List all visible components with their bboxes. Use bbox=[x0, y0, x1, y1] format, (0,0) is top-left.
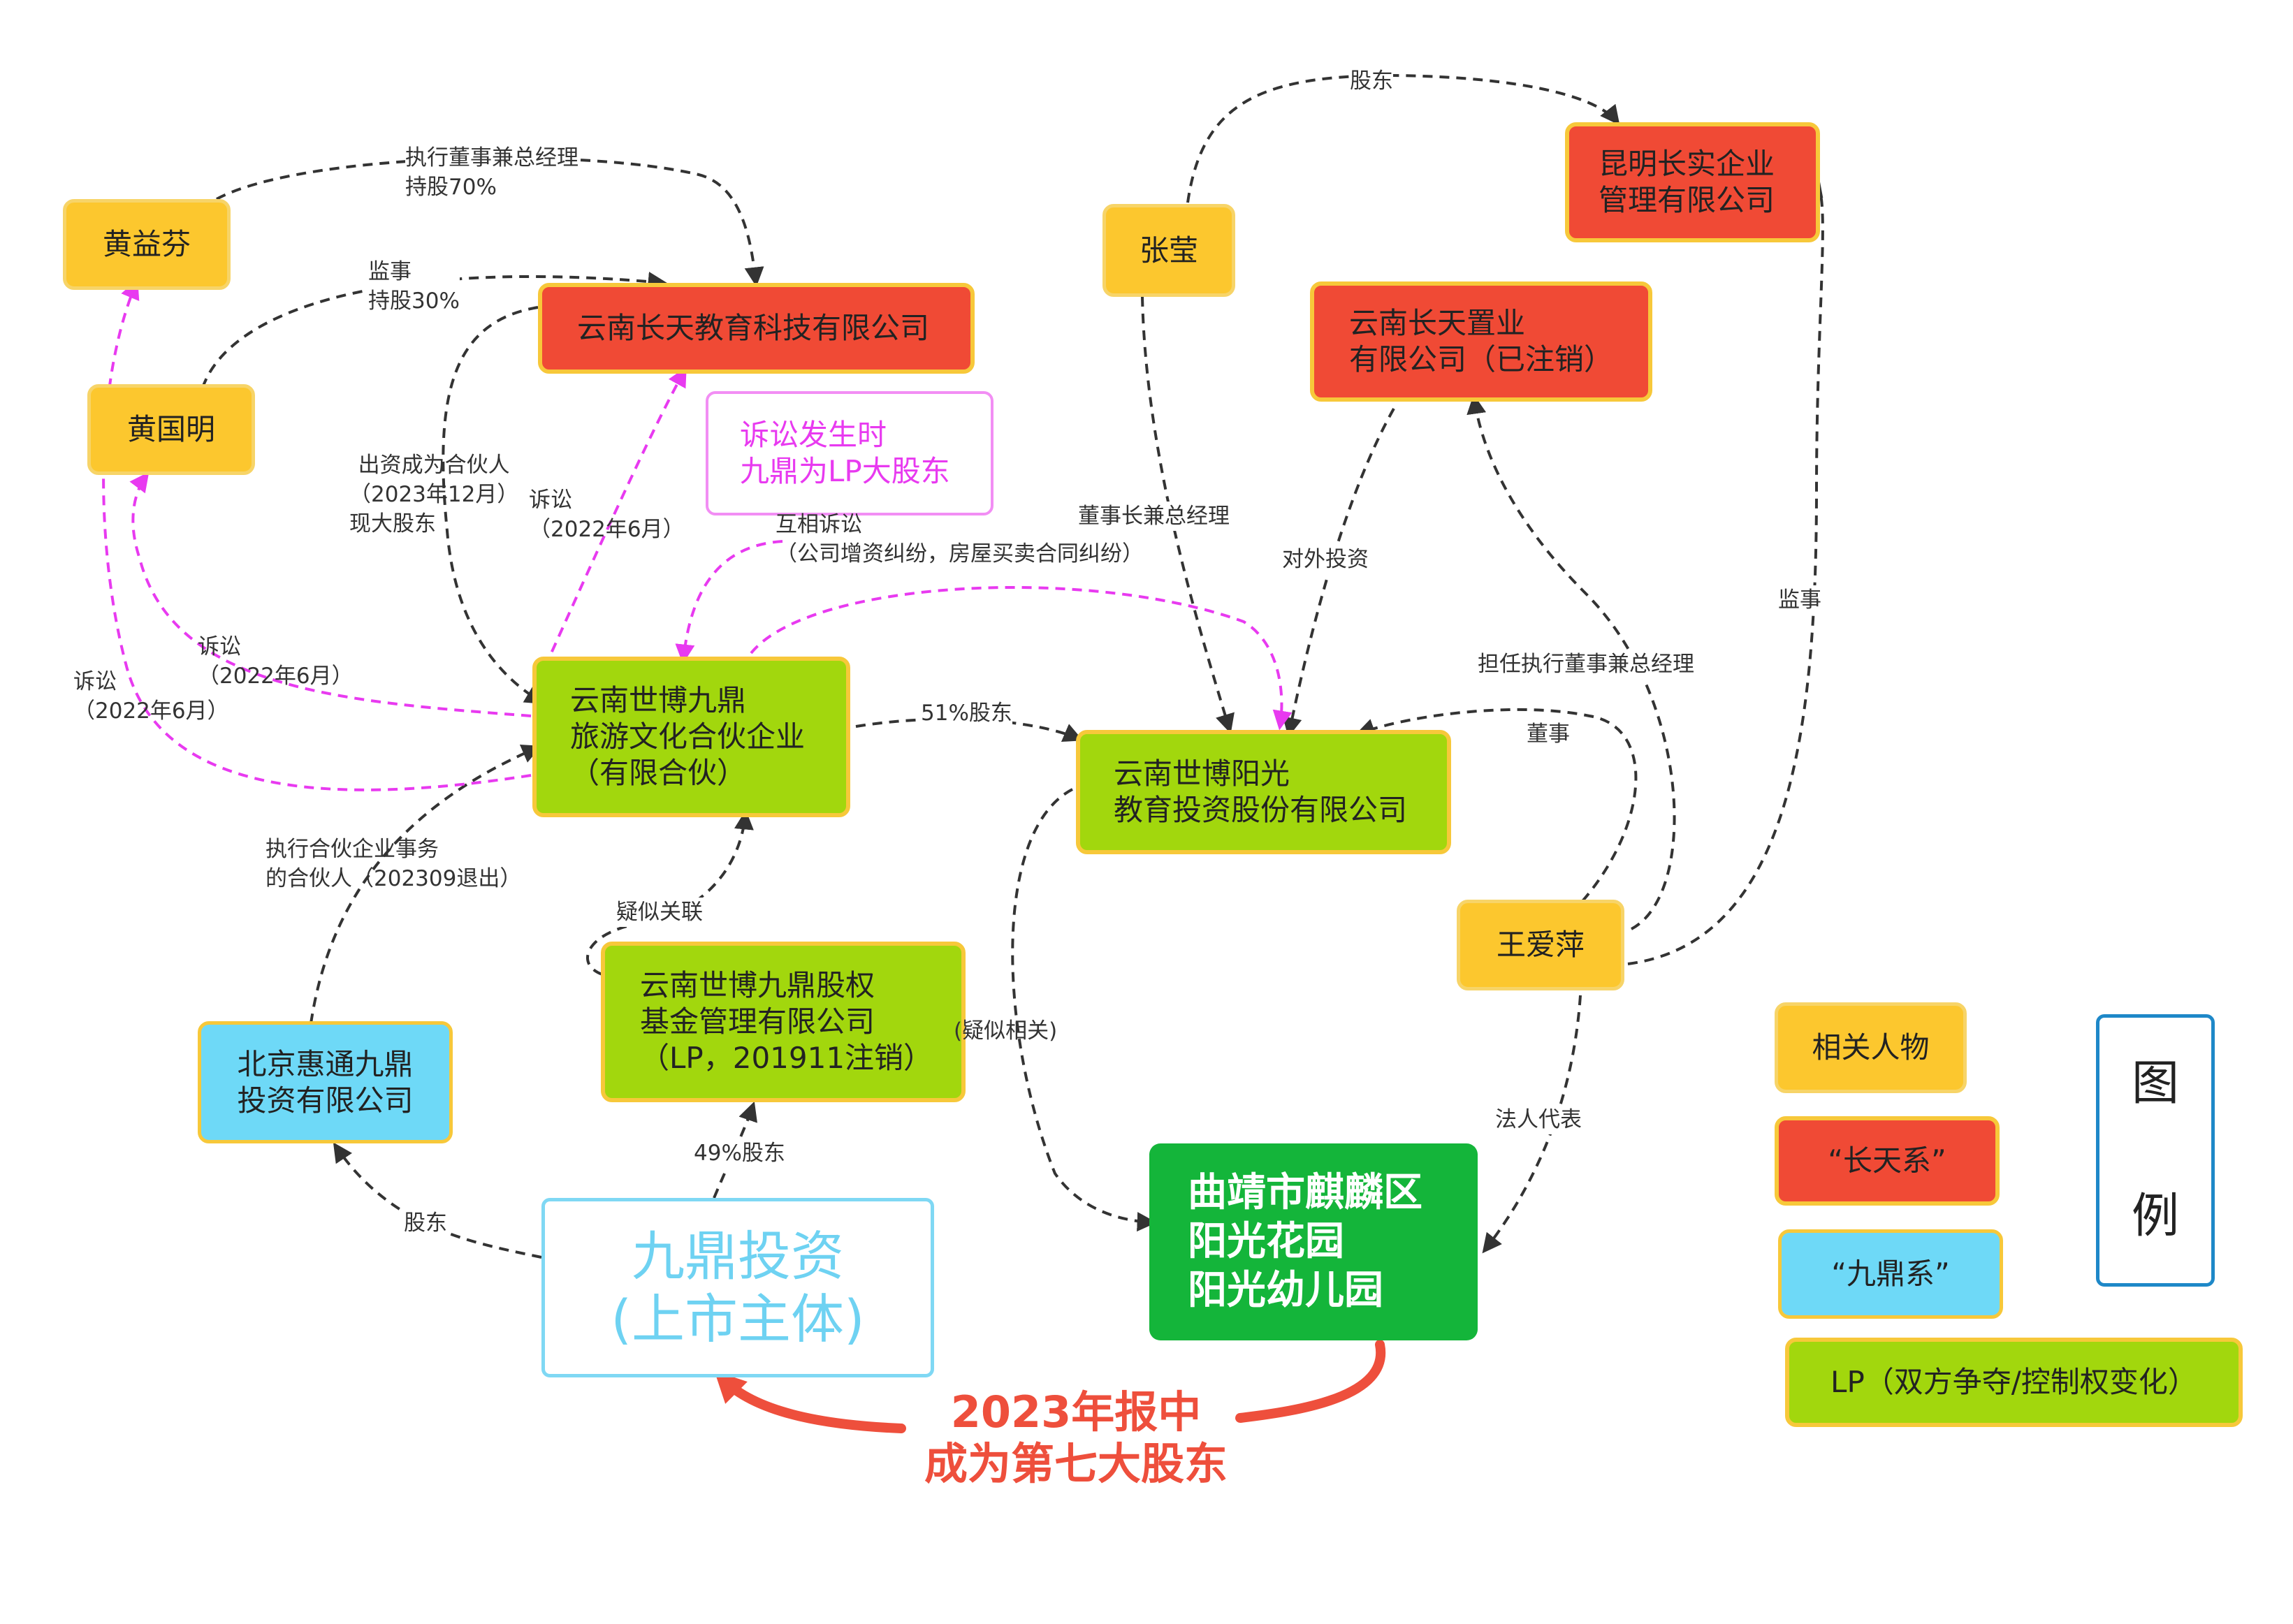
company-label-line3: （LP，201911注销） bbox=[640, 1041, 933, 1075]
legend-title: 图 例 bbox=[2096, 1014, 2215, 1287]
edge-label-lawsuit-hyf: 诉讼（2022年6月） bbox=[73, 669, 229, 724]
company-label-line2: 教育投资股份有限公司 bbox=[1114, 793, 1408, 827]
person-wang-aiping[interactable]: 王爱萍 bbox=[1457, 900, 1624, 990]
company-label-line1: 云南世博九鼎 bbox=[570, 683, 747, 717]
edge-highlight-arrow-left bbox=[714, 1370, 906, 1433]
edge-label-mutual-suit: 互相诉讼（公司增资纠纷，房屋买卖合同纠纷） bbox=[776, 512, 1144, 566]
edge-yangguang-to-kindergarten bbox=[1011, 788, 1157, 1232]
edge-wap-to-zhiye bbox=[1466, 394, 1676, 930]
edge-hgm-to-edu bbox=[201, 272, 668, 388]
company-changtian-edu[interactable]: 云南长天教育科技有限公司 bbox=[538, 283, 975, 374]
edge-label-suspected-related: 疑似关联 bbox=[616, 898, 703, 927]
edge-label-supervisor-right: 监事 bbox=[1778, 585, 1821, 615]
note-line2: 九鼎为LP大股东 bbox=[740, 454, 950, 488]
company-jiuding-fund[interactable]: 云南世博九鼎股权 基金管理有限公司 （LP，201911注销） bbox=[601, 942, 966, 1102]
edge-highlight-arrow bbox=[1235, 1340, 1386, 1423]
legend-lp: LP（双方争夺/控制权变化） bbox=[1785, 1338, 2243, 1427]
edge-lawsuit-partnership-to-yangguang bbox=[750, 586, 1293, 731]
company-jiuding-partnership[interactable]: 云南世博九鼎 旅游文化合伙企业 （有限合伙） bbox=[532, 657, 850, 817]
legend-changtian: “长天系” bbox=[1775, 1116, 2000, 1206]
person-label: 张莹 bbox=[1139, 233, 1198, 268]
edge-huitong-to-partnership bbox=[310, 744, 542, 1024]
edge-label-hold49: 49%股东 bbox=[694, 1139, 785, 1168]
highlight-line2: 成为第七大股东 bbox=[924, 1438, 1228, 1489]
edge-fund-to-partnership bbox=[586, 810, 754, 976]
edge-note-to-partnership bbox=[675, 540, 783, 664]
highlight-annotation: 2023年报中 成为第七大股东 bbox=[880, 1387, 1272, 1490]
person-label: 黄国明 bbox=[126, 412, 215, 446]
target-label-line3: 阳光幼儿园 bbox=[1188, 1268, 1383, 1313]
company-label-line1: 北京惠通九鼎 bbox=[237, 1046, 414, 1081]
edge-label-suspected-related2: (疑似相关) bbox=[954, 1018, 1058, 1044]
person-huang-yifen[interactable]: 黄益芬 bbox=[63, 199, 231, 290]
company-label: 云南长天教育科技有限公司 bbox=[577, 311, 930, 345]
company-jiuding-invest[interactable]: 九鼎投资 (上市主体) bbox=[541, 1198, 934, 1377]
target-label-line2: 阳光花园 bbox=[1188, 1219, 1344, 1264]
person-zhang-ying[interactable]: 张莹 bbox=[1102, 204, 1235, 297]
edge-edu-to-partnership bbox=[442, 306, 545, 704]
company-label-line1: 云南长天置业 bbox=[1349, 306, 1526, 340]
edge-jdinvest-to-huitong bbox=[333, 1142, 542, 1259]
company-label-line1: 云南世博阳光 bbox=[1114, 756, 1290, 791]
edge-label-served-exec: 担任执行董事兼总经理 bbox=[1478, 650, 1694, 679]
edge-partnership-to-yangguang bbox=[855, 717, 1084, 742]
edge-wap-to-yangguang bbox=[1355, 708, 1638, 902]
highlight-line1: 2023年报中 bbox=[950, 1387, 1202, 1438]
company-label-line1: 云南世博九鼎股权 bbox=[640, 968, 875, 1002]
legend-person: 相关人物 bbox=[1775, 1002, 1967, 1093]
edge-label-invest-partner: 出资成为合伙人（2023年12月）现大股东 bbox=[349, 453, 519, 536]
edge-label-lawsuit-hgm: 诉讼（2022年6月） bbox=[198, 634, 354, 689]
edge-wap-to-kindergarten bbox=[1482, 995, 1582, 1254]
person-label: 王爱萍 bbox=[1496, 928, 1585, 962]
edge-label-legal-rep: 法人代表 bbox=[1495, 1105, 1582, 1134]
edge-label-hold51: 51%股东 bbox=[921, 698, 1012, 728]
edge-label-director: 董事 bbox=[1527, 719, 1570, 749]
target-kindergarten[interactable]: 曲靖市麒麟区 阳光花园 阳光幼儿园 bbox=[1149, 1143, 1478, 1340]
edge-label-supervisor: 监事持股30% bbox=[368, 257, 460, 316]
edge-label-exec-director: 执行董事兼总经理持股70% bbox=[405, 143, 578, 202]
company-changtian-zhiye[interactable]: 云南长天置业 有限公司（已注销） bbox=[1310, 281, 1652, 402]
target-label-line1: 曲靖市麒麟区 bbox=[1188, 1170, 1422, 1215]
edge-label-outward-invest: 对外投资 bbox=[1282, 545, 1369, 574]
person-huang-guoming[interactable]: 黄国明 bbox=[87, 384, 255, 475]
person-label: 黄益芬 bbox=[102, 227, 191, 261]
company-kunming-changshi[interactable]: 昆明长实企业 管理有限公司 bbox=[1565, 122, 1820, 242]
company-label-line1: 昆明长实企业 bbox=[1599, 147, 1775, 181]
company-label-line2: (上市主体) bbox=[611, 1287, 865, 1350]
edge-label-chairman: 董事长兼总经理 bbox=[1078, 502, 1230, 531]
company-label-line2: 基金管理有限公司 bbox=[640, 1004, 875, 1039]
edge-hyf-to-edu bbox=[216, 156, 764, 287]
edge-label-exec-partner: 执行合伙企业事务的合伙人（202309退出） bbox=[265, 837, 522, 891]
edge-lawsuit-to-hgm bbox=[129, 471, 532, 717]
company-label-line2: 旅游文化合伙企业 bbox=[570, 719, 806, 754]
note-line1: 诉讼发生时 bbox=[740, 418, 887, 452]
edge-label-lawsuit-edu: 诉讼（2022年6月） bbox=[529, 488, 685, 542]
company-label-line2: 管理有限公司 bbox=[1599, 183, 1775, 217]
company-label-line1: 九鼎投资 bbox=[632, 1224, 844, 1287]
company-label-line2: 有限公司（已注销） bbox=[1349, 342, 1614, 376]
edge-wap-to-kunming bbox=[1627, 176, 1824, 965]
company-yangguang-edu[interactable]: 云南世博阳光 教育投资股份有限公司 bbox=[1076, 730, 1451, 854]
legend-jiuding: “九鼎系” bbox=[1778, 1229, 2003, 1319]
edge-zy-to-kunming bbox=[1186, 73, 1620, 203]
edge-label-shareholder-top: 股东 bbox=[1350, 66, 1393, 96]
company-label-line3: （有限合伙） bbox=[570, 756, 747, 790]
company-beijing-huitong[interactable]: 北京惠通九鼎 投资有限公司 bbox=[198, 1021, 453, 1143]
company-label-line2: 投资有限公司 bbox=[237, 1083, 414, 1118]
note-box: 诉讼发生时 九鼎为LP大股东 bbox=[706, 391, 993, 515]
edge-label-shareholder-bottom: 股东 bbox=[404, 1208, 447, 1238]
